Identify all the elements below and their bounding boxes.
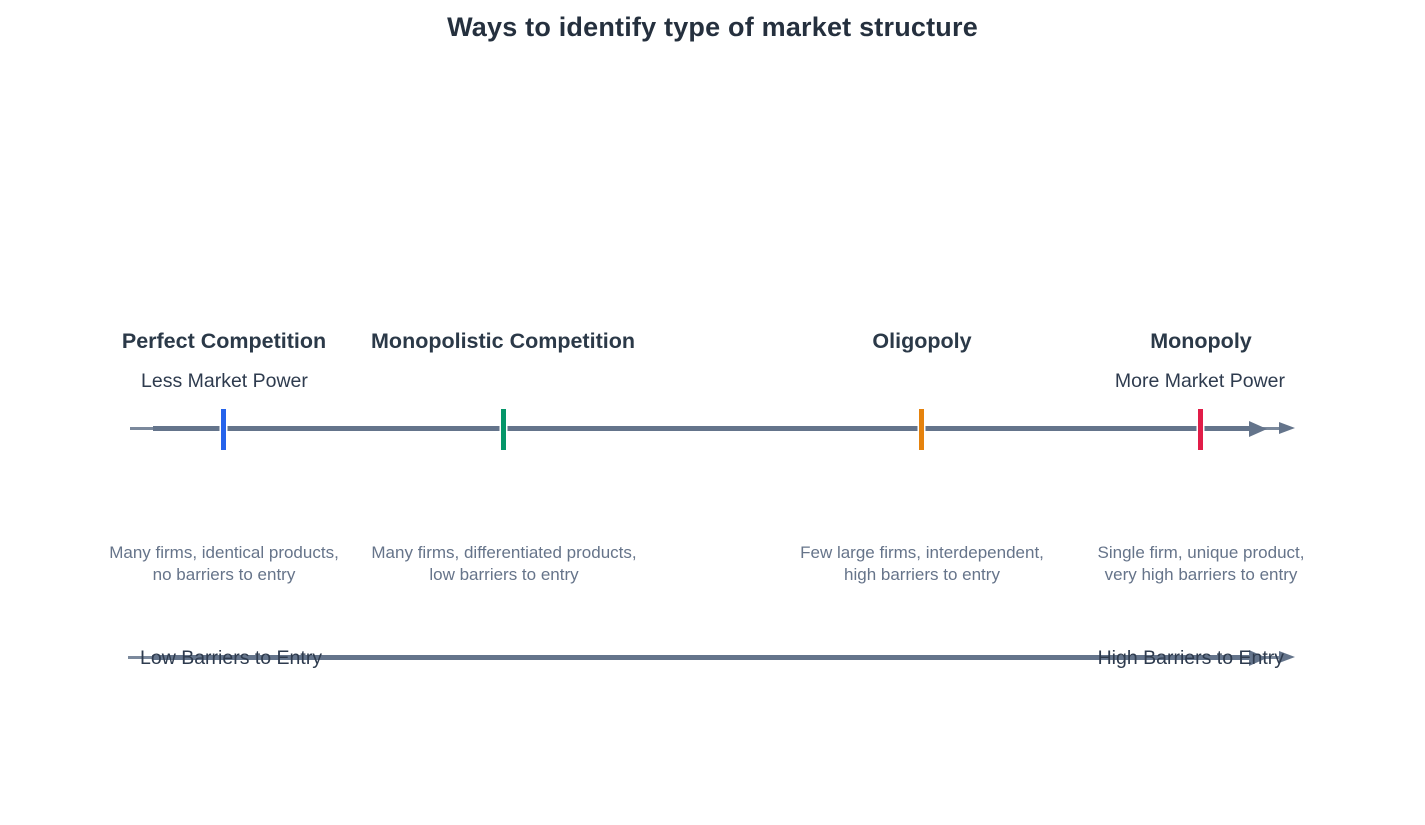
low-barriers-label: Low Barriers to Entry [140, 647, 323, 669]
description-line1: Single firm, unique product, [1097, 543, 1305, 562]
description-line2: very high barriers to entry [1104, 565, 1298, 584]
less-market-power-label: Less Market Power [141, 370, 308, 392]
structure-label-perfect-competition: Perfect Competition [115, 328, 333, 354]
tick-oligopoly [919, 409, 924, 450]
tick-monopolistic-competition [501, 409, 506, 450]
description-line1: Few large firms, interdependent, [800, 543, 1044, 562]
description-oligopoly: Few large firms, interdependent, high ba… [796, 542, 1048, 586]
structure-label-monopoly: Monopoly [1144, 328, 1258, 354]
description-monopolistic-competition: Many firms, differentiated products, low… [367, 542, 641, 586]
description-line2: low barriers to entry [429, 565, 579, 584]
tick-monopoly [1198, 409, 1203, 450]
barriers-axis-line [152, 655, 1249, 660]
structure-label-oligopoly: Oligopoly [866, 328, 978, 354]
description-line2: no barriers to entry [152, 565, 296, 584]
structure-label-monopolistic-competition: Monopolistic Competition [365, 328, 641, 354]
description-line2: high barriers to entry [844, 565, 1000, 584]
more-market-power-label: More Market Power [1114, 370, 1285, 392]
market-power-axis-line [153, 426, 1249, 431]
high-barriers-label: High Barriers to Entry [1097, 647, 1284, 669]
barriers-axis-arrowhead-outer-icon [1279, 651, 1295, 663]
description-line1: Many firms, identical products, [109, 543, 339, 562]
market-power-axis-arrowhead-outer-icon [1279, 422, 1295, 434]
description-monopoly: Single firm, unique product, very high b… [1093, 542, 1309, 586]
tick-perfect-competition [221, 409, 226, 450]
diagram-title: Ways to identify type of market structur… [447, 12, 978, 42]
market-power-axis-arrowhead-icon [1249, 421, 1267, 437]
description-line1: Many firms, differentiated products, [371, 543, 637, 562]
barriers-axis-arrowhead-icon [1249, 650, 1267, 666]
description-perfect-competition: Many firms, identical products, no barri… [105, 542, 343, 586]
